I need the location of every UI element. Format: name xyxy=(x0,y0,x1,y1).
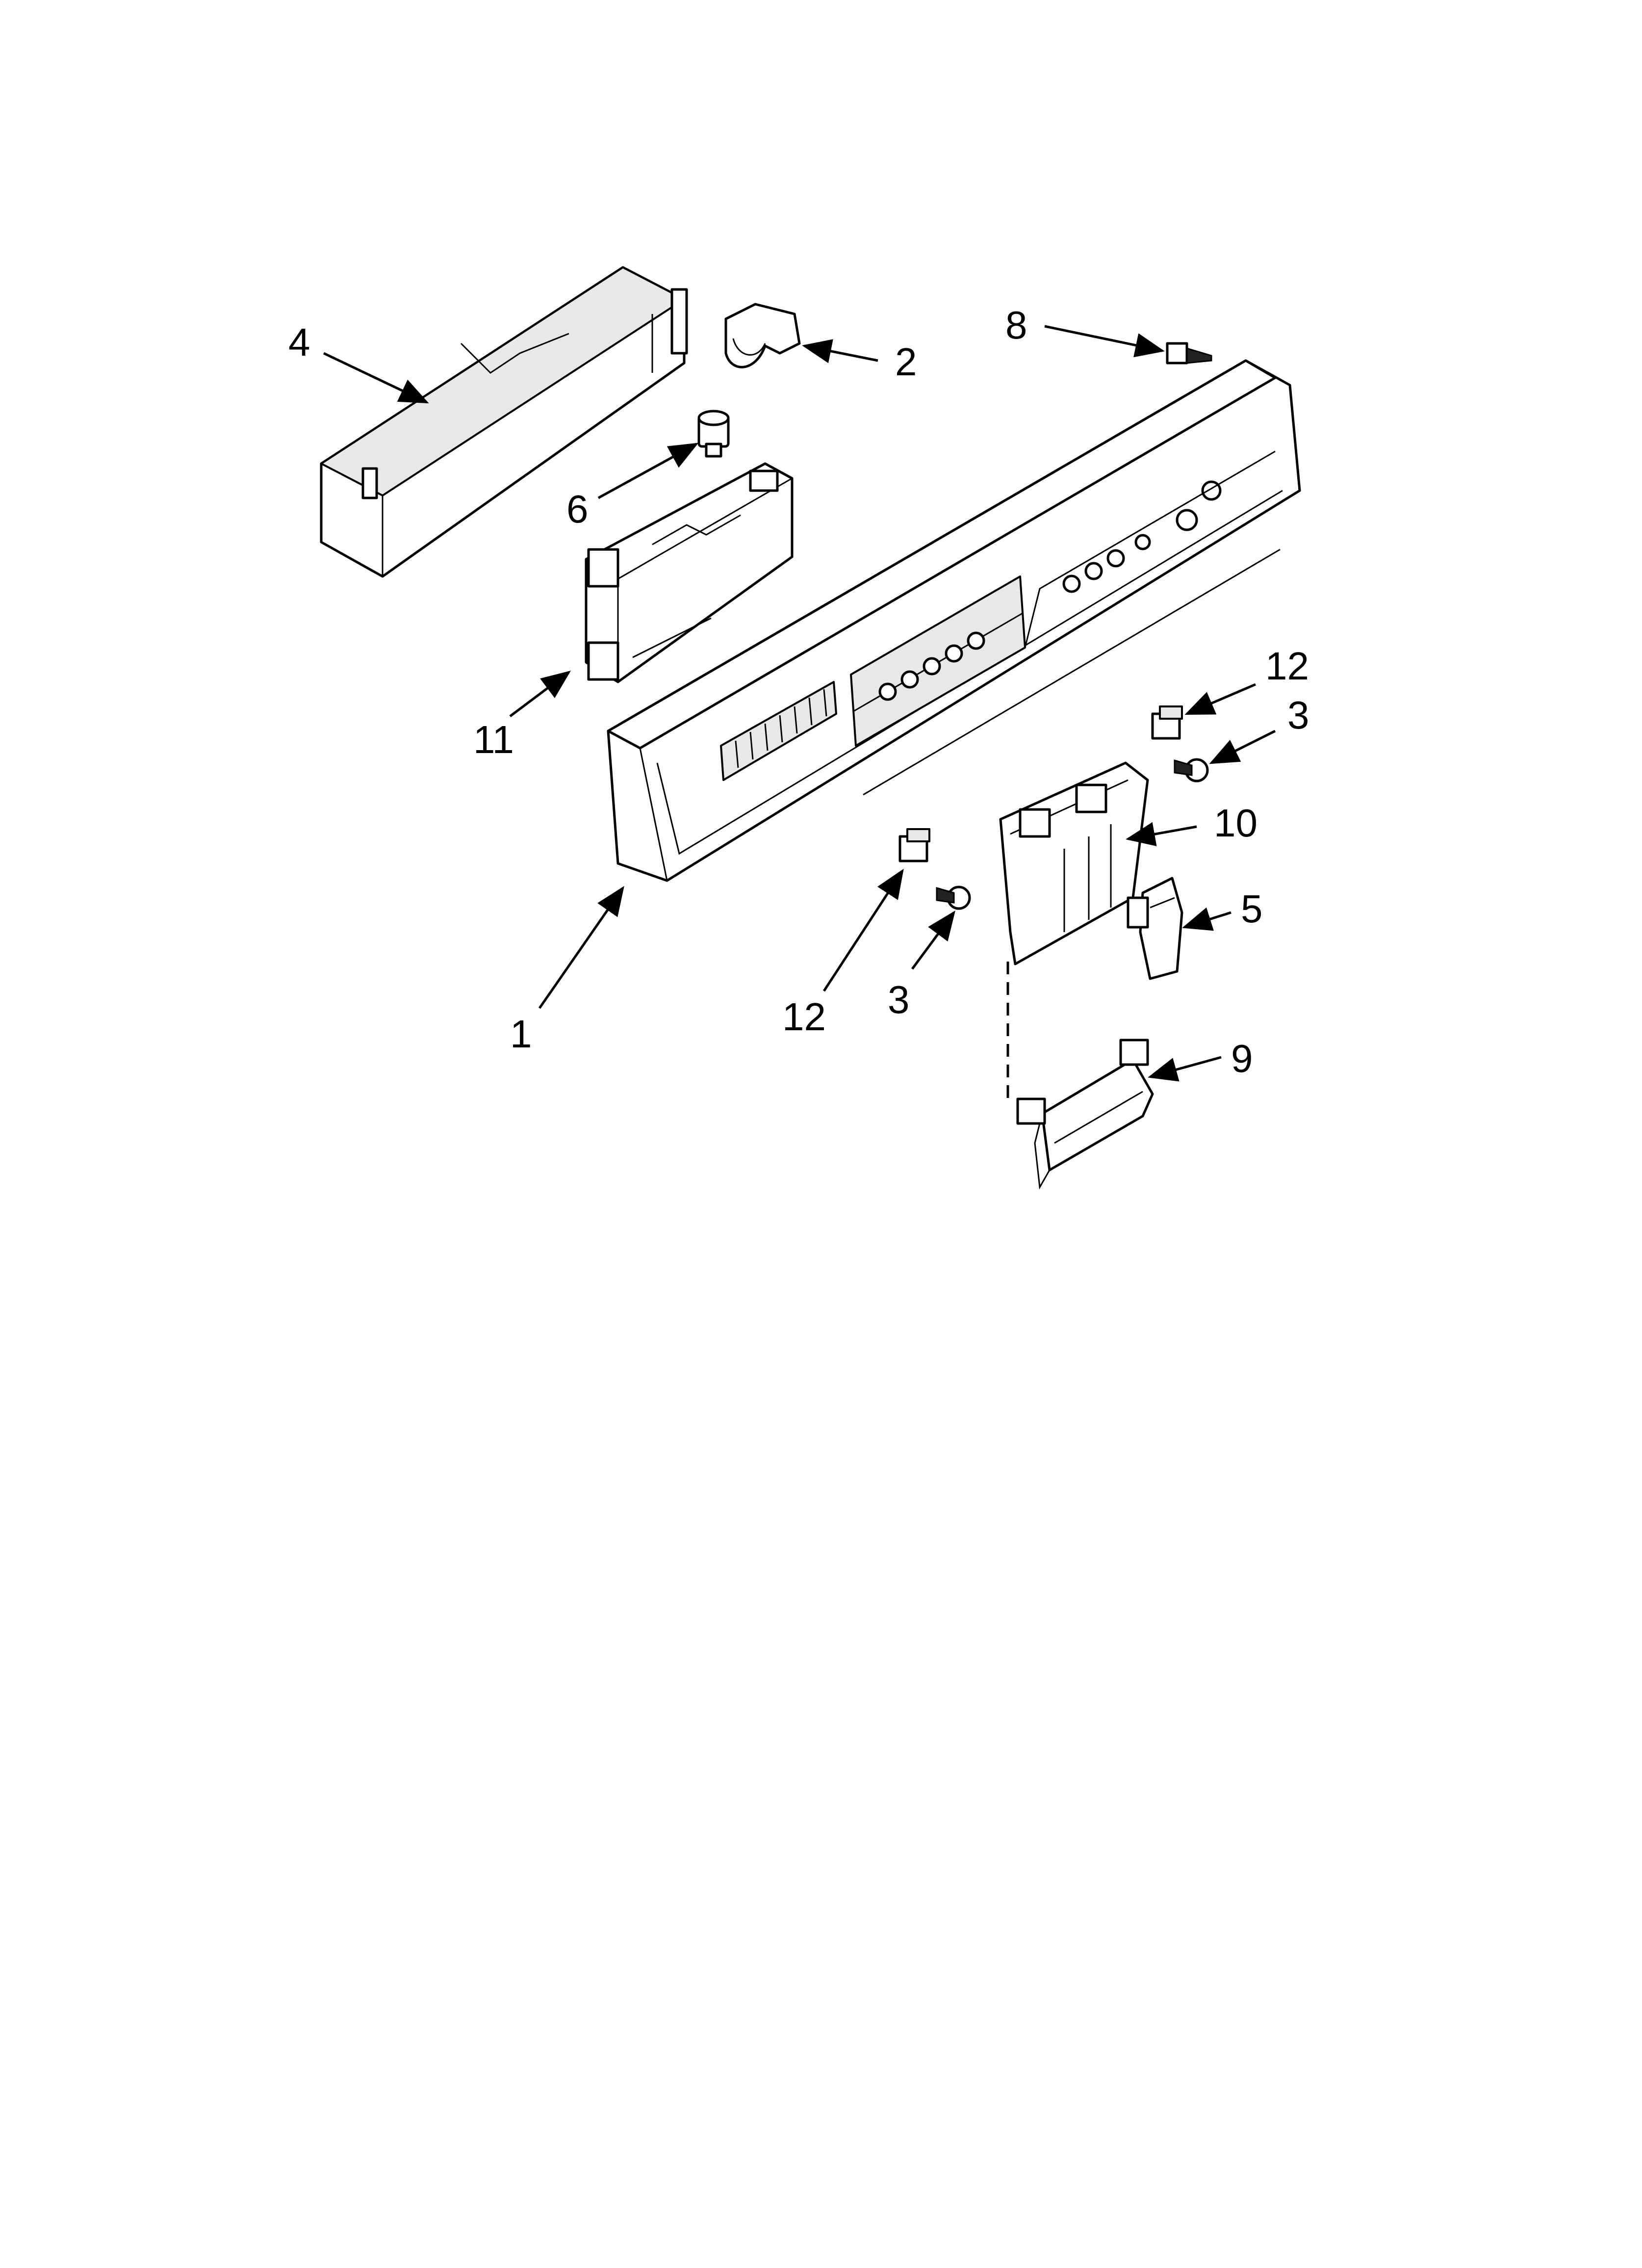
leader-8 xyxy=(1044,325,1165,358)
part-11-control-board xyxy=(585,462,794,683)
callout-12-left: 12 xyxy=(782,995,826,1039)
callout-5: 5 xyxy=(1241,887,1263,931)
part-2-clip xyxy=(724,303,801,368)
callout-4: 4 xyxy=(288,320,310,364)
leader-10 xyxy=(1126,822,1197,846)
callout-10: 10 xyxy=(1214,801,1257,845)
leader-3-right xyxy=(1209,730,1276,764)
part-3-screw-left xyxy=(936,886,971,910)
callout-3-right: 3 xyxy=(1287,693,1309,737)
part-10-bracket xyxy=(999,761,1149,965)
leader-12-right xyxy=(1184,683,1256,715)
leader-3-left xyxy=(911,910,955,970)
part-9-bottom-bracket xyxy=(1016,1039,1154,1190)
callout-8: 8 xyxy=(1005,303,1027,347)
part-3-screw-right xyxy=(1174,758,1209,782)
part-12-clip-left xyxy=(898,828,930,862)
leader-5 xyxy=(1182,907,1232,931)
part-6-knob xyxy=(697,410,730,458)
part-4-cover xyxy=(320,266,688,578)
callout-11: 11 xyxy=(473,718,514,761)
callout-1: 1 xyxy=(510,1012,532,1056)
panel-buttons xyxy=(878,480,1222,701)
vent-slots xyxy=(735,689,827,768)
leader-4 xyxy=(323,352,429,404)
leader-1 xyxy=(538,886,624,1009)
part-12-clip-right xyxy=(1151,705,1183,740)
callout-12-right: 12 xyxy=(1265,644,1309,688)
callout-3-left: 3 xyxy=(888,978,910,1021)
part-5-latch xyxy=(1127,877,1183,980)
leader-9 xyxy=(1148,1056,1222,1082)
part-1-control-panel xyxy=(607,359,1301,882)
part-8-screw xyxy=(1166,342,1212,365)
callout-6: 6 xyxy=(566,487,589,531)
leader-2 xyxy=(802,339,878,364)
callout-2: 2 xyxy=(895,340,917,384)
callout-9: 9 xyxy=(1231,1037,1253,1080)
leader-12-left xyxy=(822,868,904,992)
leader-11 xyxy=(509,671,571,717)
leader-6 xyxy=(597,443,699,499)
